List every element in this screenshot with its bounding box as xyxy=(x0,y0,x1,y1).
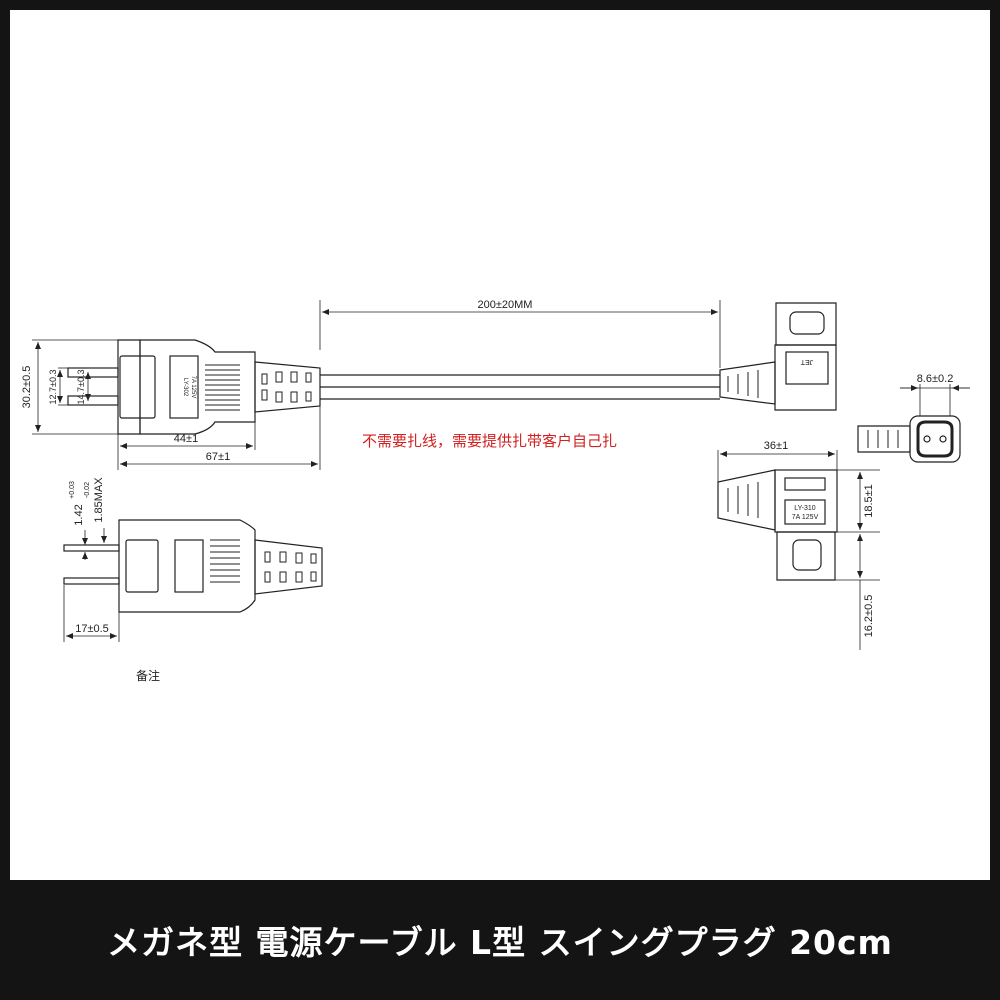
connector-model-label: LY-310 xyxy=(794,505,816,512)
connector-height-b-label: 16.2±0.5 xyxy=(863,595,875,638)
pin-tolerance-lower: -0.02 xyxy=(84,482,91,498)
overall-length-label: 67±1 xyxy=(206,451,230,463)
plug-top-view xyxy=(63,519,323,613)
pin-tolerance-upper: +0.03 xyxy=(69,481,76,499)
red-note: 不需要扎线，需要提供扎带客户自己扎 xyxy=(362,432,617,450)
cable xyxy=(320,374,720,400)
remark-label: 备注 xyxy=(136,668,160,683)
pin-length-label: 17±0.5 xyxy=(75,623,109,635)
pin-spacing-label: 12.7±0.3 xyxy=(48,370,58,405)
plug-rating-label: 7A 125V xyxy=(190,376,196,399)
body-length-label: 44±1 xyxy=(174,433,198,445)
connector-width-label: 8.6±0.2 xyxy=(917,373,954,385)
l-connector-side-view xyxy=(717,469,838,581)
l-connector-top xyxy=(719,302,837,411)
connector-length-label: 36±1 xyxy=(764,440,788,452)
pin-max-label: 1.85MAX xyxy=(93,477,105,523)
connector-rating-label: 7A 125V xyxy=(792,514,819,521)
plug-height-label: 30.2±0.5 xyxy=(21,366,33,409)
footer-title: メガネ型 電源ケーブル L型 スイングプラグ 20cm xyxy=(107,923,893,962)
plug-side-view xyxy=(67,339,321,435)
connector-mark-label: JET xyxy=(800,358,813,365)
dimension-lines xyxy=(32,300,970,650)
connector-height-a-label: 18.5±1 xyxy=(863,484,875,518)
connector-front-view xyxy=(857,415,961,463)
pin-width-label: 14.7±0.3 xyxy=(76,370,86,405)
cable-length-label: 200±20MM xyxy=(478,299,533,311)
pin-thickness-label: 1.42 xyxy=(73,504,85,525)
plug-model-label: LY-302 xyxy=(182,378,188,397)
